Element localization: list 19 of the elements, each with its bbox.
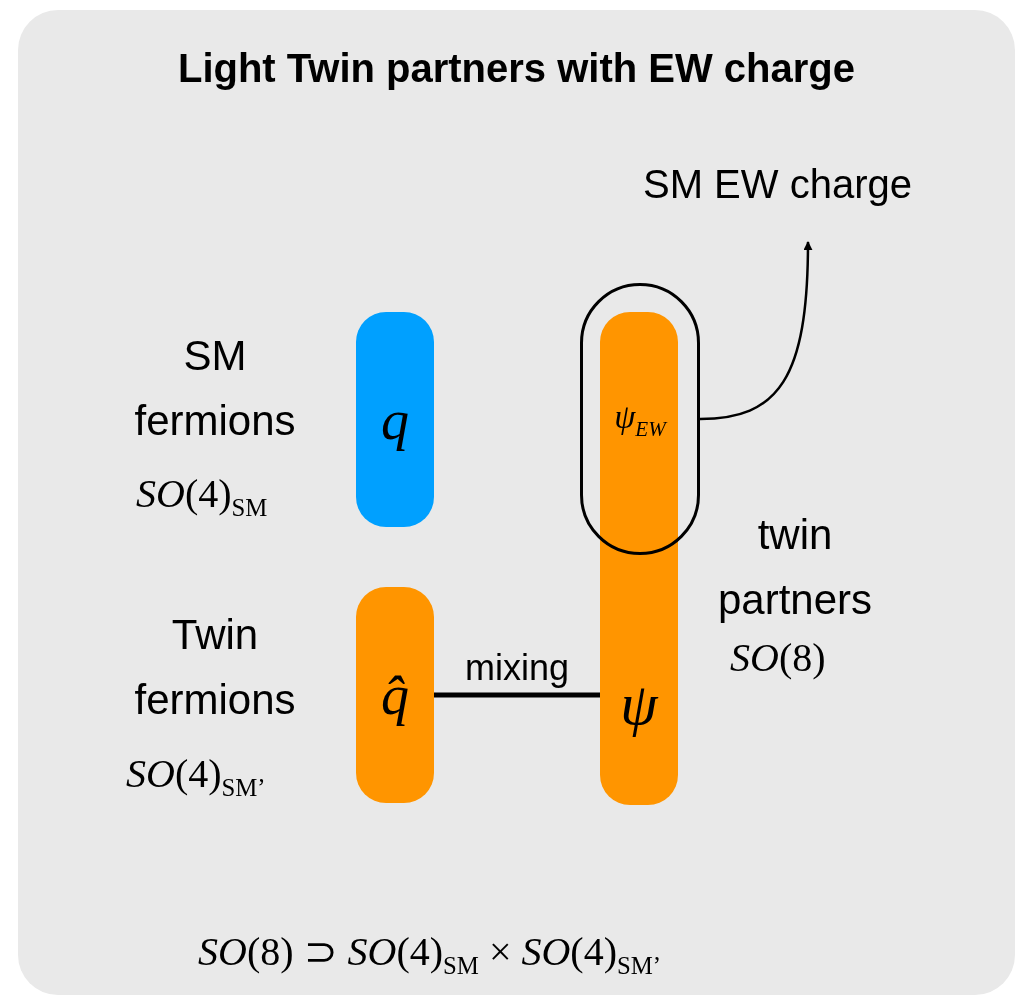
- title: Light Twin partners with EW charge: [176, 46, 857, 91]
- side-label: Twin fermions: [133, 610, 297, 726]
- symbol-label: q̂: [381, 663, 409, 727]
- fermion-bar: [356, 312, 434, 527]
- fermion-bar: [600, 312, 678, 805]
- formula: SO(8) ⊃ SO(4)$_{SM}$ × SO(4)$_{SM’}$: [198, 928, 662, 980]
- side-label: twin partners: [716, 510, 874, 626]
- text-label: SM EW charge: [643, 162, 912, 207]
- arrow: [699, 241, 813, 421]
- group-label: SO(4)$_{SM}$: [136, 470, 268, 522]
- group-label: SO(8): [730, 634, 826, 681]
- fermion-bar: [356, 587, 434, 803]
- symbol-label: q: [381, 387, 409, 452]
- symbol-label: ψ$_{EW}$: [614, 398, 666, 442]
- side-label: SM fermions: [133, 331, 297, 447]
- group-label: SO(4)$_{SM’}$: [126, 750, 266, 802]
- connector-line: [434, 692, 600, 698]
- symbol-label: ψ: [620, 670, 658, 739]
- rounded-outline: [580, 283, 700, 555]
